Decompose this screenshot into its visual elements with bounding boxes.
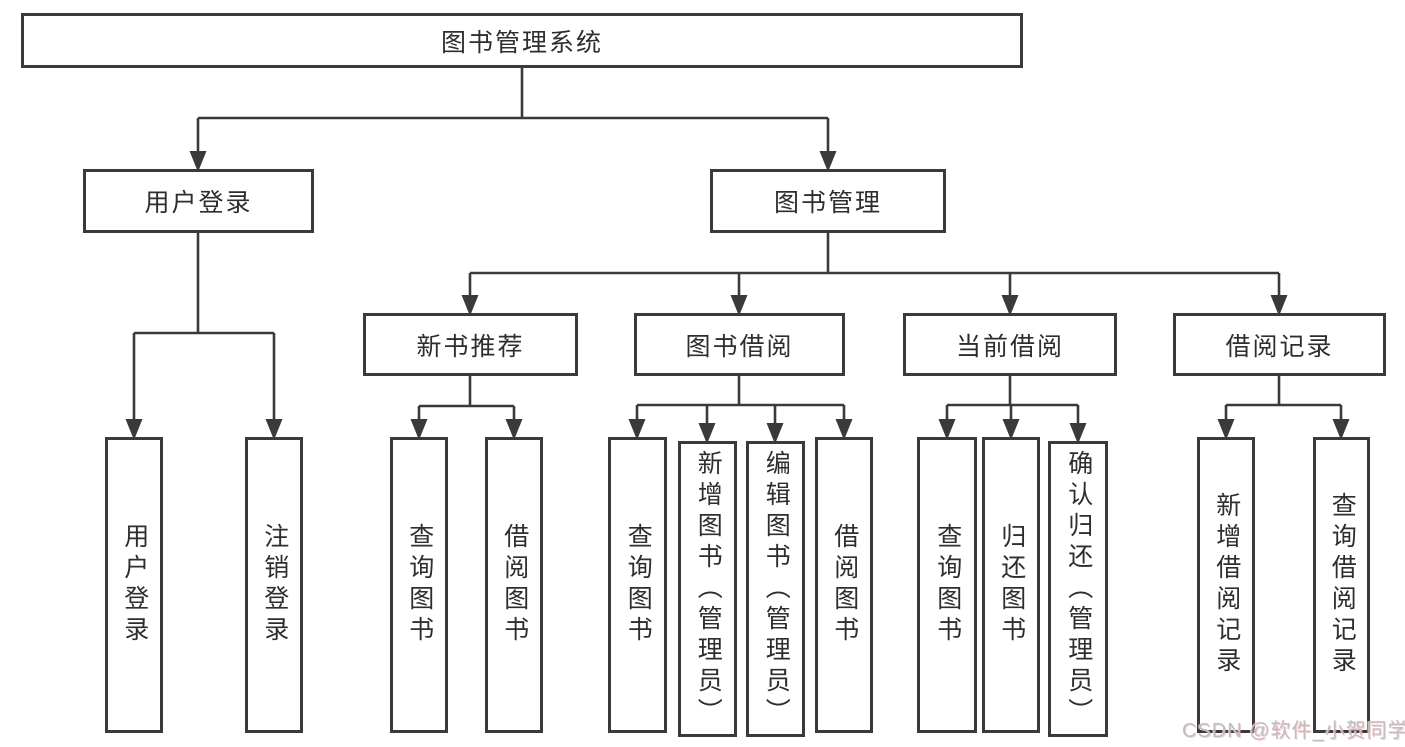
node-add-borrow-record-label: 新增借阅记录 [1212,492,1241,678]
node-book-management: 图书管理 [710,169,946,233]
node-borrow-books-recommend-label: 借阅图书 [500,523,529,647]
node-query-books-recommend: 查询图书 [390,437,448,733]
node-current-borrow: 当前借阅 [903,313,1117,376]
node-borrow-books-leaf-label: 借阅图书 [830,523,859,647]
node-confirm-return-admin: 确认归还（管理员） [1048,441,1108,737]
node-current-borrow-label: 当前借阅 [955,332,1064,361]
node-user-login-leaf: 用户登录 [105,437,163,733]
node-borrow-records: 借阅记录 [1173,313,1386,376]
node-query-borrow-record-label: 查询借阅记录 [1328,492,1357,678]
node-query-books-current: 查询图书 [917,437,977,733]
node-logout-leaf-label: 注销登录 [260,523,289,647]
node-book-borrow-label: 图书借阅 [685,332,794,361]
csdn-watermark: CSDN @软件_小贺同学 [1182,720,1405,742]
node-query-books-current-label: 查询图书 [933,523,962,647]
node-borrow-records-label: 借阅记录 [1225,332,1334,361]
node-root: 图书管理系统 [21,13,1023,68]
node-return-book: 归还图书 [982,437,1040,733]
node-borrow-books-leaf: 借阅图书 [815,437,873,733]
node-root-label: 图书管理系统 [440,28,603,57]
node-logout-leaf: 注销登录 [245,437,303,733]
node-edit-book-admin: 编辑图书（管理员） [746,441,805,737]
node-user-login-leaf-label: 用户登录 [120,523,149,647]
node-add-book-admin-label: 新增图书（管理员） [694,449,723,729]
node-query-books-borrow-label: 查询图书 [624,523,653,647]
node-book-borrow: 图书借阅 [634,313,845,376]
node-query-borrow-record: 查询借阅记录 [1313,437,1370,733]
node-edit-book-admin-label: 编辑图书（管理员） [762,449,791,729]
node-book-management-label: 图书管理 [773,189,882,217]
node-new-book-recommend-label: 新书推荐 [416,332,525,361]
node-add-borrow-record: 新增借阅记录 [1197,437,1255,733]
node-borrow-books-recommend: 借阅图书 [485,437,543,733]
node-query-books-borrow: 查询图书 [608,437,667,733]
node-user-login: 用户登录 [83,169,314,233]
node-confirm-return-admin-label: 确认归还（管理员） [1064,449,1093,729]
node-new-book-recommend: 新书推荐 [363,313,578,376]
node-user-login-label: 用户登录 [144,189,253,217]
node-return-book-label: 归还图书 [997,523,1026,647]
node-query-books-recommend-label: 查询图书 [405,523,434,647]
node-add-book-admin: 新增图书（管理员） [678,441,737,737]
